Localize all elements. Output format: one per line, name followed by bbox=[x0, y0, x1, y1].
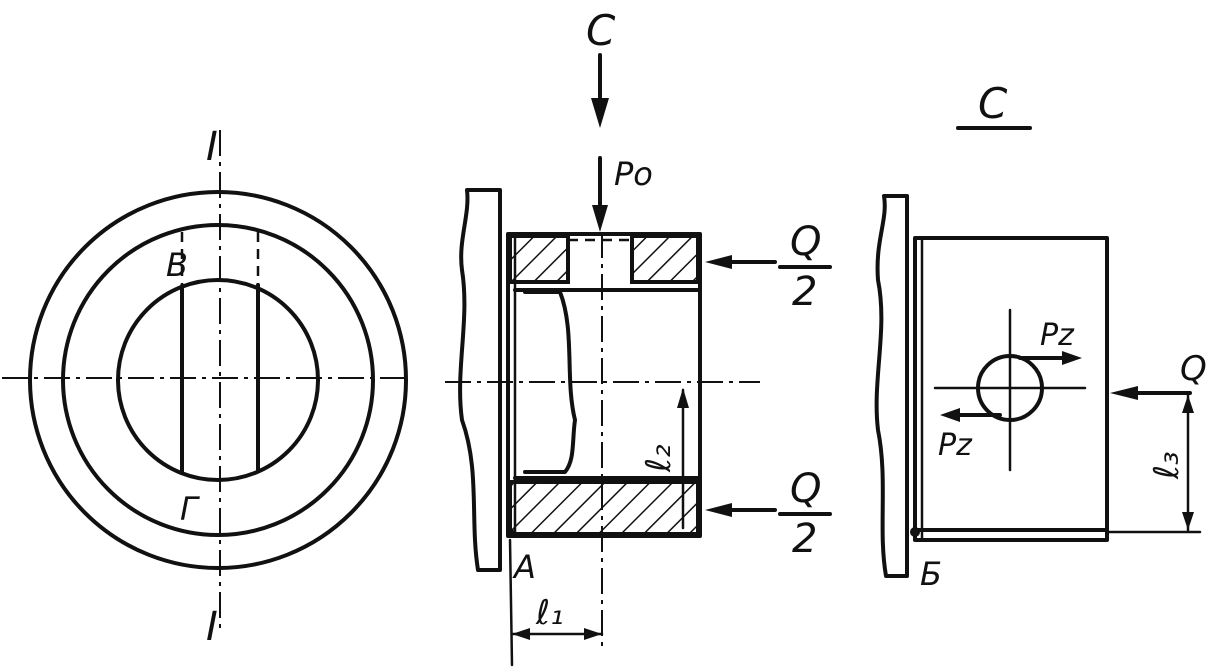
pz-top-label: Pz bbox=[1040, 318, 1075, 353]
q-half-top-numerator: Q bbox=[790, 219, 821, 265]
middle-ring bbox=[61, 223, 375, 537]
front-view-rings: I I В Г bbox=[2, 124, 408, 650]
point-b-label: Б bbox=[920, 555, 942, 593]
point-a-label: А bbox=[512, 548, 536, 586]
dim-l1-arrow-left bbox=[512, 628, 530, 640]
wall-plate-view-c bbox=[874, 194, 909, 578]
q-half-top-head bbox=[705, 255, 732, 269]
hatched-top-right bbox=[630, 234, 700, 284]
q-half-top-denominator: 2 bbox=[792, 269, 817, 315]
section-label-top: I bbox=[206, 124, 218, 170]
point-v-label: В bbox=[166, 246, 188, 284]
outer-ring bbox=[28, 190, 408, 570]
section-view: С Po Q 2 Q 2 bbox=[445, 6, 832, 667]
view-arrow-label: С bbox=[586, 6, 616, 55]
q-half-bottom-head bbox=[705, 503, 732, 517]
bush-side-outline bbox=[913, 236, 1109, 542]
hatched-bottom bbox=[508, 480, 700, 536]
dim-l3-label: ℓ₃ bbox=[1147, 451, 1187, 480]
force-p0-label: Po bbox=[614, 155, 653, 193]
pz-bottom-head bbox=[940, 408, 960, 422]
break-line bbox=[523, 290, 577, 474]
view-c-title: С bbox=[978, 79, 1008, 128]
point-a-dot bbox=[506, 528, 514, 536]
dim-l1-left-ext bbox=[508, 538, 514, 667]
q-half-bottom-denominator: 2 bbox=[792, 516, 817, 562]
view-arrow-head bbox=[591, 98, 609, 128]
wall-plate bbox=[458, 188, 502, 572]
dim-l3-arrow-bottom bbox=[1182, 512, 1194, 530]
point-g-label: Г bbox=[180, 490, 200, 528]
dim-l2-arrow bbox=[677, 388, 689, 408]
q-half-bottom-numerator: Q bbox=[790, 466, 821, 512]
dim-l1-arrow-right bbox=[584, 628, 602, 640]
inner-bore bbox=[116, 278, 320, 482]
pz-bottom-label: Pz bbox=[938, 428, 973, 463]
hatched-top-left bbox=[508, 234, 570, 284]
dim-l2-label: ℓ₂ bbox=[639, 444, 679, 473]
q-label: Q bbox=[1180, 349, 1207, 389]
pz-top-head bbox=[1062, 351, 1082, 365]
section-label-bottom: I bbox=[206, 604, 218, 650]
dim-l1-label: ℓ₁ bbox=[535, 593, 564, 633]
dim-l3-arrow-top bbox=[1182, 395, 1194, 413]
point-b-dot bbox=[910, 527, 920, 537]
force-p0-head bbox=[592, 205, 608, 232]
q-head bbox=[1110, 386, 1138, 400]
view-c: С Pz Pz Q ℓ₃ Б bbox=[874, 79, 1207, 593]
